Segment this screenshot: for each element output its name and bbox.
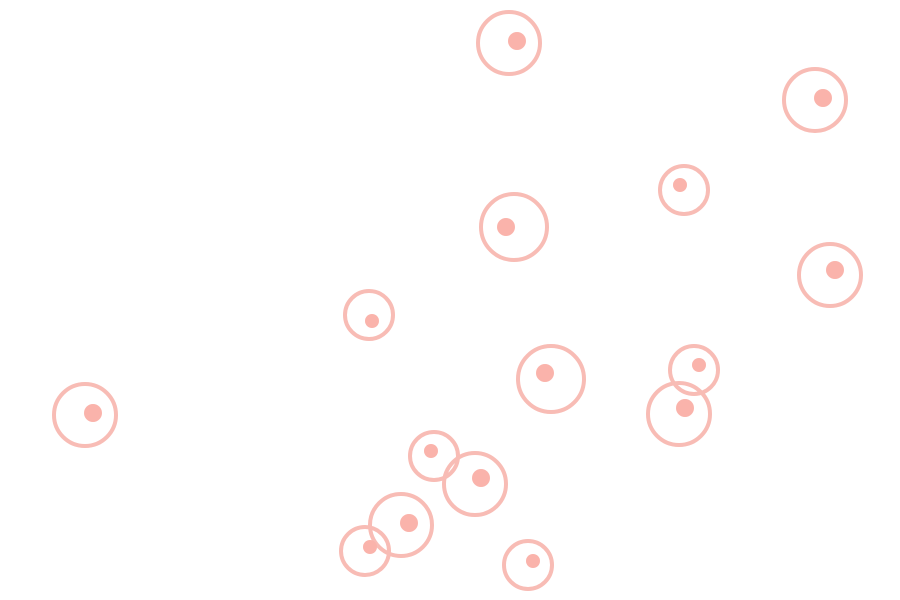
target[interactable] bbox=[658, 164, 710, 216]
target[interactable] bbox=[52, 382, 118, 448]
target-dot-icon bbox=[508, 32, 526, 50]
target-ring-icon bbox=[502, 539, 554, 591]
target-dot-icon bbox=[536, 364, 554, 382]
target-dot-icon bbox=[472, 469, 490, 487]
target[interactable] bbox=[343, 289, 395, 341]
target-dot-icon bbox=[676, 399, 694, 417]
target-dot-icon bbox=[84, 404, 102, 422]
target[interactable] bbox=[502, 539, 554, 591]
target[interactable] bbox=[408, 430, 460, 482]
target-dot-icon bbox=[424, 444, 438, 458]
target[interactable] bbox=[782, 67, 848, 133]
target[interactable] bbox=[339, 525, 391, 577]
target-ring-icon bbox=[658, 164, 710, 216]
target[interactable] bbox=[797, 242, 863, 308]
target-ring-icon bbox=[516, 344, 586, 414]
target[interactable] bbox=[368, 492, 434, 558]
target[interactable] bbox=[442, 451, 508, 517]
target-ring-icon bbox=[797, 242, 863, 308]
target-dot-icon bbox=[814, 89, 832, 107]
target-dot-icon bbox=[692, 358, 706, 372]
target[interactable] bbox=[476, 10, 542, 76]
target-ring-icon bbox=[442, 451, 508, 517]
target-ring-icon bbox=[668, 344, 720, 396]
target-dot-icon bbox=[497, 218, 515, 236]
target[interactable] bbox=[646, 381, 712, 447]
target-dot-icon bbox=[365, 314, 379, 328]
target-ring-icon bbox=[646, 381, 712, 447]
target-ring-icon bbox=[476, 10, 542, 76]
target[interactable] bbox=[479, 192, 549, 262]
target[interactable] bbox=[668, 344, 720, 396]
target-ring-icon bbox=[339, 525, 391, 577]
target-ring-icon bbox=[368, 492, 434, 558]
target-ring-icon bbox=[782, 67, 848, 133]
target-dot-icon bbox=[363, 540, 377, 554]
target-ring-icon bbox=[52, 382, 118, 448]
target-dot-icon bbox=[400, 514, 418, 532]
target-ring-icon bbox=[343, 289, 395, 341]
target-dot-icon bbox=[826, 261, 844, 279]
target[interactable] bbox=[516, 344, 586, 414]
target-ring-icon bbox=[479, 192, 549, 262]
target-dot-icon bbox=[526, 554, 540, 568]
target-dot-icon bbox=[673, 178, 687, 192]
